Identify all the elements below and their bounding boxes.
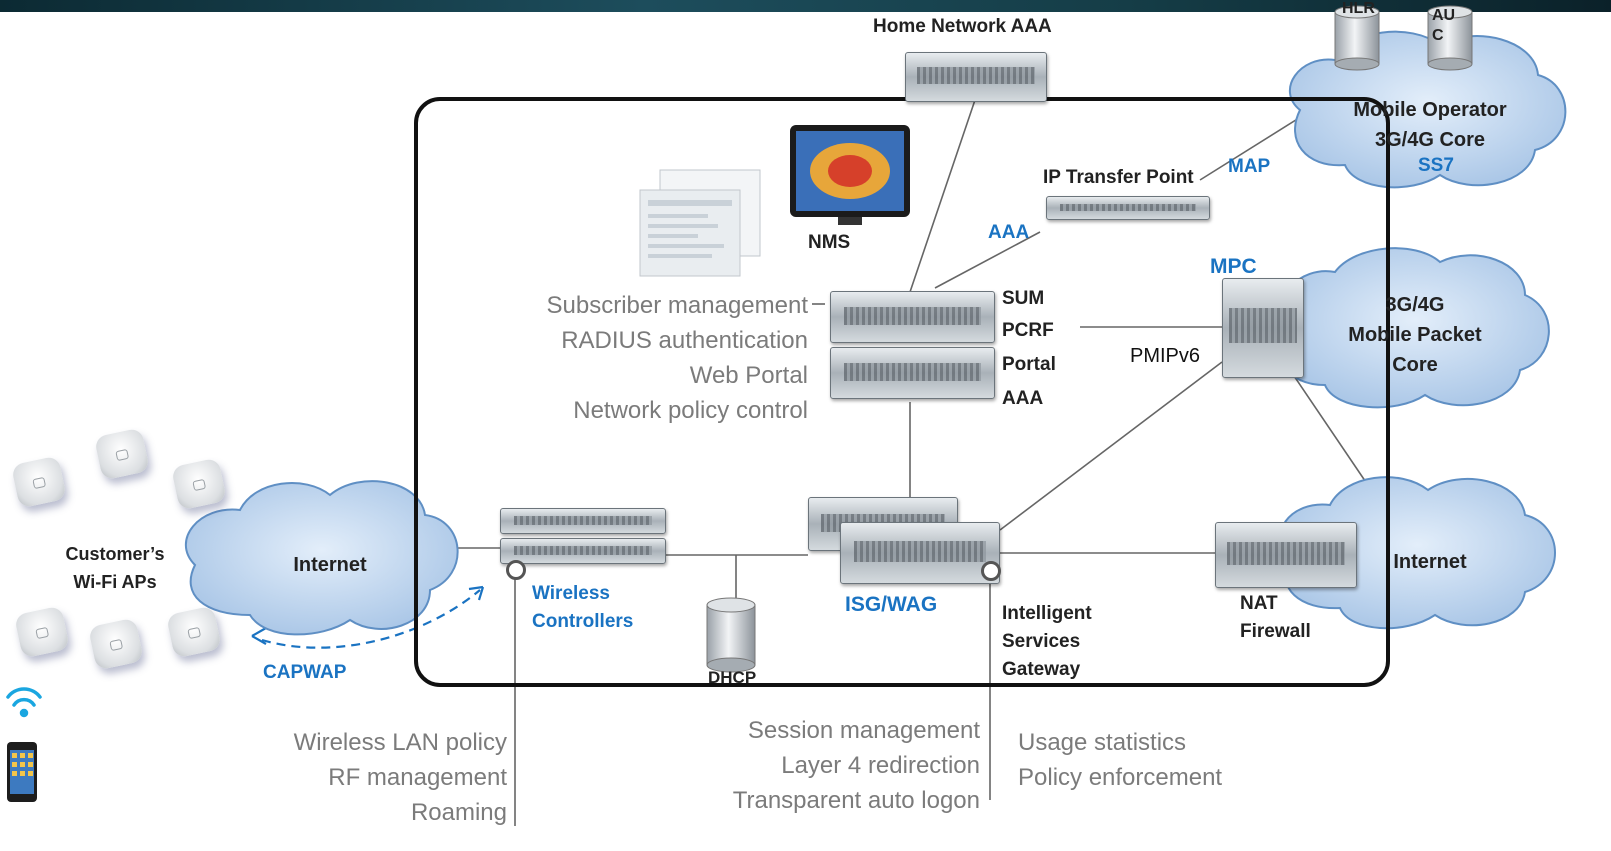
customer-aps-label: Customer’s Wi-Fi APs (65, 544, 165, 592)
cloud-internet-right (1279, 476, 1556, 630)
link-mpc-internet (1289, 369, 1379, 501)
mobile-packet-core-label: 3G/4G Mobile Packet Core (1348, 294, 1482, 376)
smartphone-icon (7, 742, 37, 802)
isg-full-name-label: Intelligent Services Gateway (1002, 603, 1092, 680)
link-aaa-itp (934, 231, 1041, 289)
portal-label: Portal (1002, 354, 1056, 375)
mpc-chassis-icon (1222, 278, 1304, 378)
isg-wag-label: ISG/WAG (845, 593, 938, 616)
ip-transfer-point-label: IP Transfer Point (1043, 167, 1194, 188)
annotation-line: RF management (328, 764, 507, 791)
internet-left-label: Internet (293, 554, 367, 576)
annotation-line: RADIUS authentication (561, 327, 808, 354)
mobile-operator-label: Mobile Operator 3G/4G Core (1353, 99, 1507, 151)
hlr-database-icon (1334, 5, 1380, 71)
nat-firewall-label: NAT Firewall (1240, 593, 1311, 642)
home-network-aaa-label: Home Network AAA (873, 16, 1052, 37)
internet-right-label: Internet (1393, 551, 1467, 573)
dhcp-database-icon (706, 597, 756, 673)
policy-server-2-icon (830, 347, 995, 399)
pmipv6-label: PMIPv6 (1130, 345, 1201, 367)
map-label: MAP (1228, 156, 1271, 177)
nms-monitor-icon (790, 125, 910, 225)
dhcp-label: DHCP (708, 668, 757, 687)
link-home-aaa (909, 99, 976, 293)
policy-server-functions: Subscriber management RADIUS authenticat… (440, 288, 808, 428)
ip-transfer-point-router-icon (1046, 196, 1210, 220)
sum-label: SUM (1002, 288, 1045, 309)
annotation-line: Policy enforcement (1018, 764, 1223, 791)
wireless-controller-2-icon (500, 538, 666, 564)
isg-port-icon (981, 561, 1001, 581)
pcrf-label: PCRF (1002, 320, 1054, 341)
nms-documents-icon (639, 169, 761, 277)
mpc-label: MPC (1210, 255, 1257, 278)
wireless-controller-1-icon (500, 508, 666, 534)
annotation-line: Wireless LAN policy (293, 729, 507, 756)
capwap-label: CAPWAP (263, 662, 347, 683)
annotation-line: Subscriber management (546, 292, 808, 319)
isg-chassis-2-icon (840, 522, 1000, 584)
home-aaa-server-icon (905, 52, 1047, 102)
isg-session-functions: Session management Layer 4 redirection T… (640, 713, 980, 818)
auc-label: AU C (1432, 7, 1456, 44)
annotation-line: Network policy control (573, 397, 808, 424)
annotation-line: Roaming (410, 799, 507, 826)
link-isg-mpc (999, 361, 1223, 531)
ss7-label: SS7 (1418, 155, 1454, 176)
wlc-port-icon (506, 560, 526, 580)
wlc-functions: Wireless LAN policy RF management Roamin… (210, 725, 507, 830)
annotation-line: Transparent auto logon (732, 787, 980, 814)
aaa-server-label: AAA (1002, 388, 1044, 409)
aaa-link-label: AAA (988, 222, 1030, 243)
annotation-line: Web Portal (689, 362, 808, 389)
cloud-mobile-packet-core (1280, 247, 1550, 409)
header-banner (0, 0, 1611, 12)
nat-firewall-chassis-icon (1215, 522, 1357, 588)
wifi-icon (6, 687, 42, 718)
annotation-line: Session management (747, 717, 980, 744)
wireless-controllers-label: Wireless Controllers (532, 583, 634, 632)
annotation-line: Layer 4 redirection (781, 752, 980, 779)
service-provider-boundary (414, 97, 1390, 687)
nms-label: NMS (808, 232, 851, 253)
isg-policy-functions: Usage statistics Policy enforcement (1018, 725, 1222, 795)
capwap-arrow (251, 585, 485, 649)
cloud-internet-left (184, 480, 459, 636)
policy-server-1-icon (830, 291, 995, 343)
auc-database-icon (1427, 5, 1473, 71)
hlr-label: HLR (1342, 0, 1375, 17)
annotation-line: Usage statistics (1018, 729, 1187, 756)
